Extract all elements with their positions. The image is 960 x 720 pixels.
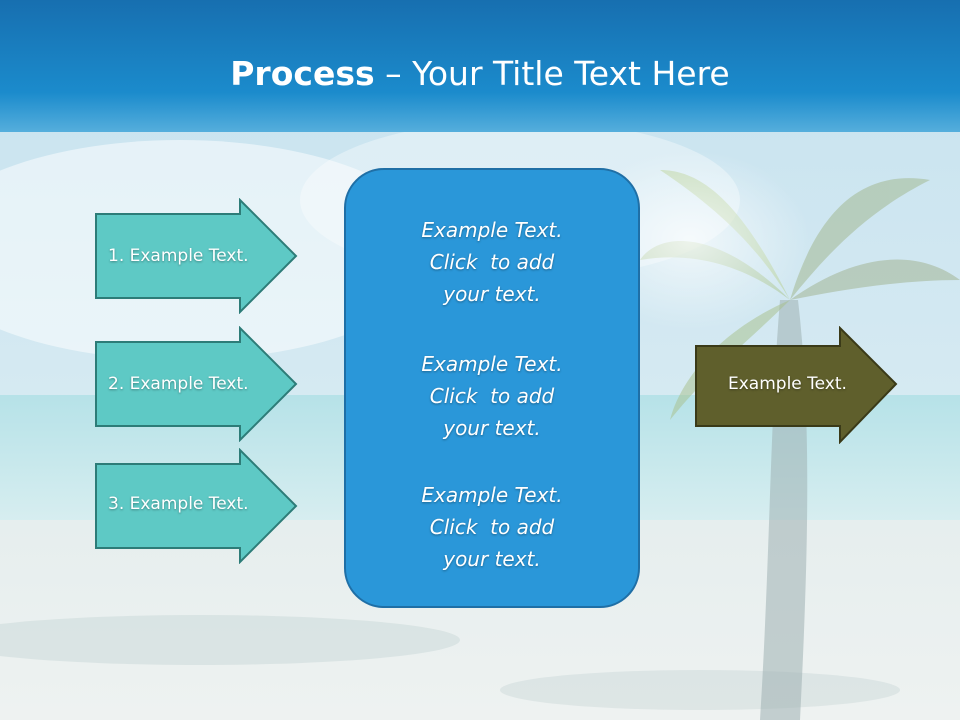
input-arrow-3-label: 3. Example Text. bbox=[108, 494, 249, 514]
input-arrow-2[interactable]: 2. Example Text. bbox=[94, 326, 300, 442]
process-paragraph-1-line-2: Click to add bbox=[429, 250, 555, 274]
process-paragraph-2: Example Text. Click to add your text. bbox=[346, 348, 638, 444]
process-paragraph-2-line-2: Click to add bbox=[429, 384, 555, 408]
process-paragraph-1: Example Text. Click to add your text. bbox=[346, 214, 638, 310]
process-box[interactable]: Example Text. Click to add your text. Ex… bbox=[344, 168, 640, 608]
input-arrow-2-label: 2. Example Text. bbox=[108, 374, 249, 394]
process-paragraph-2-line-3: your text. bbox=[443, 416, 541, 440]
process-paragraph-1-line-1: Example Text. bbox=[421, 218, 563, 242]
output-arrow-shape bbox=[695, 326, 898, 444]
output-arrow-label: Example Text. bbox=[728, 374, 847, 394]
slide-title: Process – Your Title Text Here bbox=[0, 52, 960, 96]
input-arrow-2-shape bbox=[95, 326, 298, 442]
input-arrow-3-shape bbox=[95, 448, 298, 564]
process-paragraph-1-line-3: your text. bbox=[443, 282, 541, 306]
input-arrow-1-label: 1. Example Text. bbox=[108, 246, 249, 266]
input-arrow-3[interactable]: 3. Example Text. bbox=[94, 448, 300, 564]
process-paragraph-3: Example Text. Click to add your text. bbox=[346, 479, 638, 575]
slide-title-rest: – Your Title Text Here bbox=[374, 54, 730, 93]
process-paragraph-3-line-1: Example Text. bbox=[421, 483, 563, 507]
title-bar: Process – Your Title Text Here bbox=[0, 0, 960, 132]
input-arrow-1[interactable]: 1. Example Text. bbox=[94, 198, 300, 314]
slide-title-bold: Process bbox=[230, 54, 375, 93]
process-paragraph-2-line-1: Example Text. bbox=[421, 352, 563, 376]
process-paragraph-3-line-2: Click to add bbox=[429, 515, 555, 539]
process-paragraph-3-line-3: your text. bbox=[443, 547, 541, 571]
input-arrow-1-shape bbox=[95, 198, 298, 314]
output-arrow[interactable]: Example Text. bbox=[694, 326, 900, 444]
